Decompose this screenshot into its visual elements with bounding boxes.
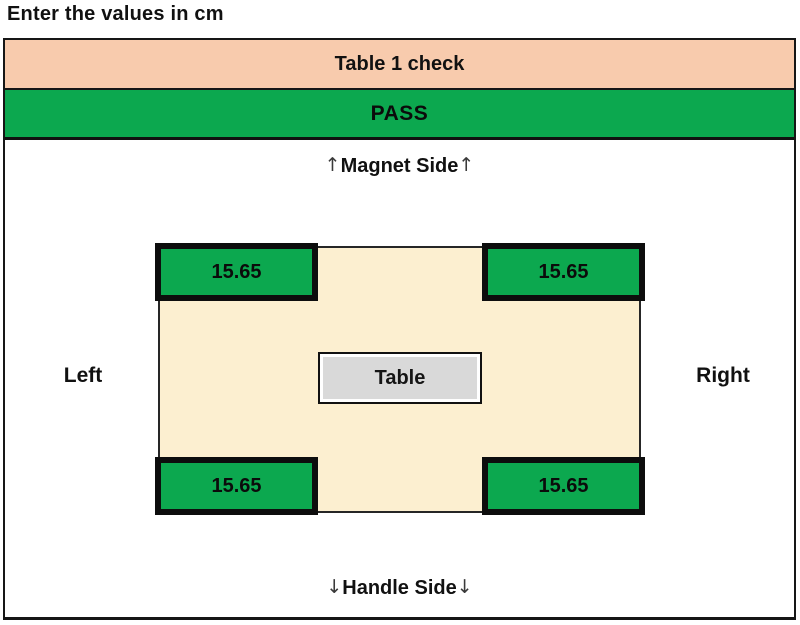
corner-cell-top-left[interactable]: 15.65 — [155, 243, 318, 301]
up-arrow-icon: ↑ — [324, 154, 341, 176]
up-arrow-icon: ↑ — [458, 154, 475, 176]
corner-cell-top-right[interactable]: 15.65 — [482, 243, 645, 301]
panel-header: Table 1 check — [5, 40, 794, 90]
handle-side-label: ↓Handle Side↓ — [5, 576, 794, 600]
corner-value: 15.65 — [211, 474, 262, 497]
corner-cell-bottom-left[interactable]: 15.65 — [155, 457, 318, 515]
corner-value: 15.65 — [538, 474, 589, 497]
left-side-label: Left — [63, 364, 103, 387]
table-center-label-box: Table — [318, 352, 482, 404]
corner-value: 15.65 — [211, 260, 262, 283]
handle-side-text: Handle Side — [342, 577, 457, 599]
status-badge: PASS — [370, 101, 429, 125]
magnet-side-text: Magnet Side — [340, 155, 459, 177]
magnet-side-label: ↑Magnet Side↑ — [5, 154, 794, 178]
down-arrow-icon: ↓ — [456, 576, 473, 598]
diagram-area: ↑Magnet Side↑ 15.65 15.65 15.65 15.65 Ta… — [5, 140, 794, 612]
instruction-text: Enter the values in cm — [7, 3, 224, 25]
corner-value: 15.65 — [538, 260, 589, 283]
status-bar: PASS — [5, 90, 794, 140]
corner-cell-bottom-right[interactable]: 15.65 — [482, 457, 645, 515]
down-arrow-icon: ↓ — [326, 576, 343, 598]
right-side-label: Right — [696, 364, 750, 387]
panel-title: Table 1 check — [334, 52, 465, 75]
table-check-panel: Table 1 check PASS ↑Magnet Side↑ 15.65 1… — [3, 38, 796, 620]
table-label: Table — [374, 366, 426, 389]
